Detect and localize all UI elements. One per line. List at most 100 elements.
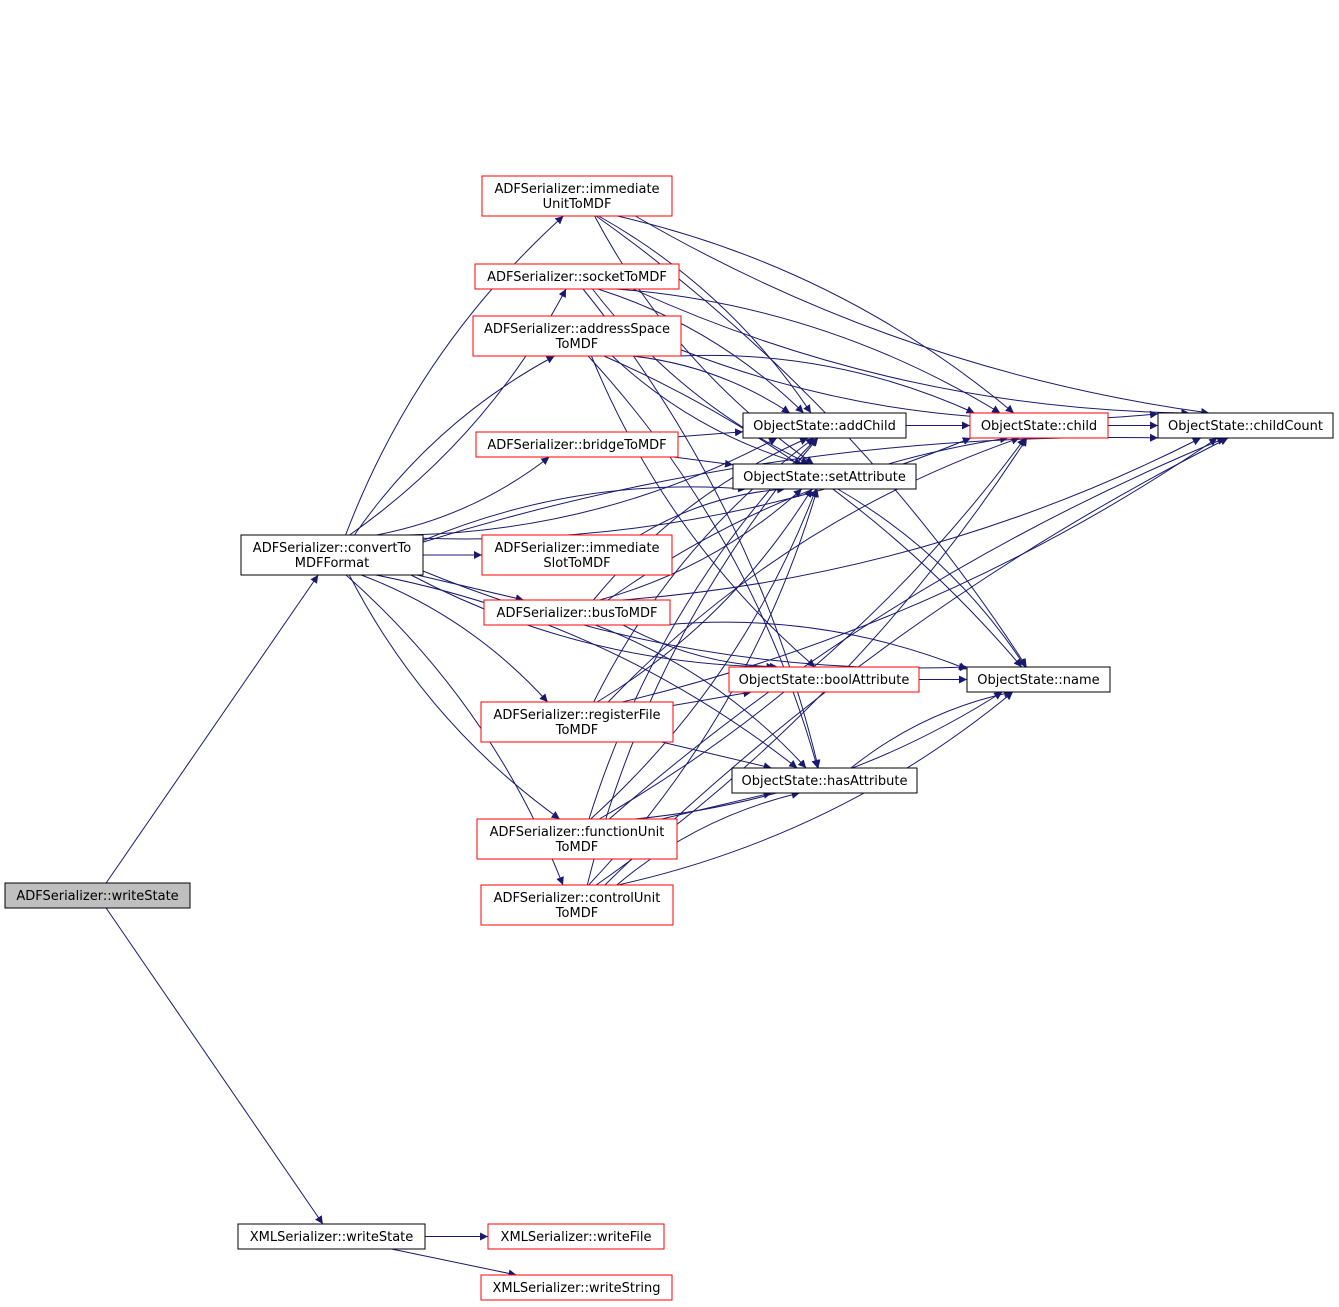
node-socket[interactable]: ADFSerializer::socketToMDF [474,263,680,290]
edge-setAttribute-to-name [837,488,1026,668]
node-box [481,534,673,576]
edge-bus-to-hasAttribute [595,624,807,769]
node-box [483,599,671,626]
edge-convertTo-to-setAttribute [422,484,747,541]
edge-bus-to-boolAttribute [622,624,778,671]
node-hasAttribute[interactable]: ObjectState::hasAttribute [731,767,918,794]
edge-writeState-to-xmlWriteState [105,907,324,1225]
node-box [474,263,680,290]
edge-regFile-to-setAttribute [596,488,813,703]
node-label: XMLSerializer::writeString [493,1281,661,1296]
node-writeString[interactable]: XMLSerializer::writeString [480,1274,673,1301]
edge-convertTo-to-addrSpace [353,355,555,536]
node-bus[interactable]: ADFSerializer::busToMDF [483,599,671,626]
node-childCount[interactable]: ObjectState::childCount [1157,412,1334,439]
node-bridge[interactable]: ADFSerializer::bridgeToMDF [475,431,679,458]
edge-convertTo-to-hasAttribute [375,574,798,769]
node-child[interactable]: ObjectState::child [969,412,1109,439]
edge-ctrlUnit-to-name [617,691,1014,886]
node-label: ObjectState::childCount [1168,419,1323,434]
edge-addrSpace-to-childCount [680,349,1159,420]
edge-regFile-to-child [607,436,1020,703]
node-box [4,882,191,909]
node-label: ToMDF [555,840,598,855]
node-xmlWriteState[interactable]: XMLSerializer::writeState [237,1223,426,1250]
edge-bridge-to-setAttribute [673,456,734,468]
node-box [487,1223,665,1250]
node-box [969,412,1109,439]
edge-socket-to-child [615,288,1001,414]
node-boolAttribute[interactable]: ObjectState::boolAttribute [728,666,920,693]
node-writeState[interactable]: ADFSerializer::writeState [4,882,191,909]
node-label: ADFSerializer::immediate [494,541,659,556]
edge-hasAttribute-to-name [850,689,1013,769]
edge-immSlot-to-setAttribute [639,485,786,536]
node-label: ADFSerializer::convertTo [253,541,411,556]
node-label: ObjectState::setAttribute [743,470,906,485]
edge-convertTo-to-funcUnit [348,574,560,820]
node-addChild[interactable]: ObjectState::addChild [742,412,907,439]
edge-ctrlUnit-to-addChild [586,437,819,886]
edge-funcUnit-to-addChild [588,437,818,820]
edge-xmlWriteState-to-writeString [391,1248,517,1278]
edge-convertTo-to-boolAttribute [410,574,775,671]
node-box [1157,412,1334,439]
edge-writeState-to-convertTo [105,574,319,884]
edge-addrSpace-to-hasAttribute [587,355,820,769]
edge-socket-to-addChild [597,288,805,414]
node-label: ADFSerializer::writeState [16,889,178,904]
edge-convertTo-to-bus [417,574,524,603]
edge-socket-to-childCount [632,288,1190,417]
node-label: ADFSerializer::registerFile [493,708,660,723]
node-label: ADFSerializer::socketToMDF [487,270,667,285]
node-box [476,818,678,860]
node-label: XMLSerializer::writeFile [501,1230,652,1245]
node-label: MDFFormat [295,556,370,571]
edge-convertTo-to-bridge [376,456,550,536]
node-label: ObjectState::name [977,673,1099,688]
node-setAttribute[interactable]: ObjectState::setAttribute [732,463,917,490]
node-box [732,463,917,490]
node-box [480,1274,673,1301]
edge-bus-to-setAttribute [599,488,803,601]
edge-convertTo-to-regFile [361,574,549,703]
node-label: ADFSerializer::immediate [494,182,659,197]
edge-ctrlUnit-to-childCount [604,437,1229,886]
edge-convertTo-to-immUnit [345,215,564,536]
node-box [480,701,674,743]
node-box [728,666,920,693]
node-label: ToMDF [555,337,598,352]
node-box [240,534,424,576]
edge-ctrlUnit-to-hasAttribute [616,790,800,886]
node-label: ADFSerializer::bridgeToMDF [487,438,666,453]
node-box [237,1223,426,1250]
edge-immUnit-to-childCount [635,215,1210,416]
edge-immUnit-to-child [617,215,1015,414]
node-label: ToMDF [555,906,598,921]
node-label: ObjectState::boolAttribute [739,673,910,688]
node-box [472,315,682,357]
node-writeFile[interactable]: XMLSerializer::writeFile [487,1223,665,1250]
edge-addrSpace-to-child [680,354,975,414]
node-label: ADFSerializer::controlUnit [494,891,661,906]
edge-funcUnit-to-hasAttribute [661,790,772,820]
edge-bridge-to-addChild [677,428,744,438]
node-label: UnitToMDF [543,197,612,212]
edge-funcUnit-to-child [599,437,1026,820]
node-box [481,175,673,217]
node-label: ToMDF [555,723,598,738]
node-name[interactable]: ObjectState::name [966,666,1111,693]
node-label: ADFSerializer::addressSpace [484,322,670,337]
node-box [742,412,907,439]
edge-bus-to-name [663,621,968,670]
edge-regFile-to-childCount [621,437,1218,703]
edge-addrSpace-to-setAttribute [611,355,803,466]
